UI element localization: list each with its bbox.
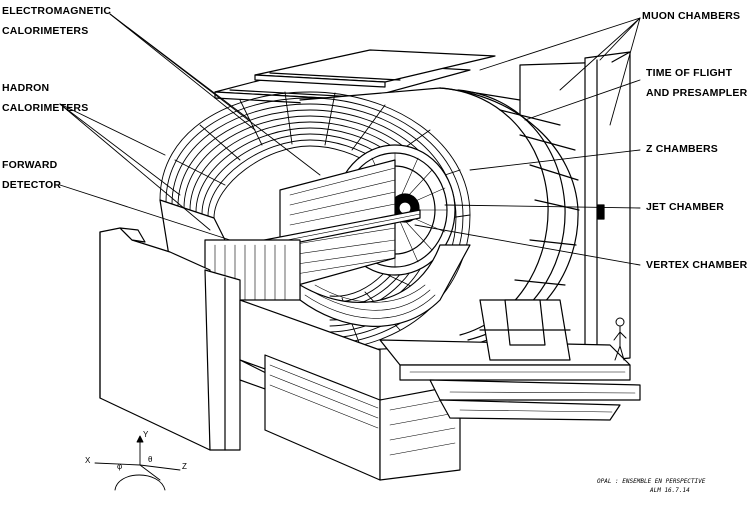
label-z-chambers: Z CHAMBERS — [646, 139, 718, 159]
label-line: ELECTROMAGNETIC — [2, 5, 112, 17]
axis-theta-label: θ — [148, 455, 153, 464]
label-line: Z CHAMBERS — [646, 143, 718, 155]
label-line: DETECTOR — [2, 179, 62, 191]
label-line: VERTEX CHAMBER — [646, 259, 747, 271]
label-line: CALORIMETERS — [2, 25, 89, 37]
drawing-reference: ALM 16.7.14 — [650, 487, 690, 494]
label-electromagnetic-calorimeters: ELECTROMAGNETIC CALORIMETERS — [2, 1, 111, 41]
axis-y-label: Y — [143, 430, 149, 439]
label-line: FORWARD — [2, 159, 58, 171]
front-endcap-plate — [99, 227, 241, 451]
inner-detector — [149, 144, 456, 291]
axis-z-label: Z — [182, 462, 187, 471]
label-line: MUON CHAMBERS — [642, 10, 741, 22]
label-line: CALORIMETERS — [2, 102, 89, 114]
person-figure — [613, 317, 627, 361]
label-line: TIME OF FLIGHT — [646, 67, 733, 79]
lower-drum — [299, 244, 471, 327]
label-hadron-calorimeters: HADRON CALORIMETERS — [2, 78, 88, 118]
axis-phi-label: φ — [117, 462, 123, 471]
label-muon-chambers: MUON CHAMBERS — [642, 6, 740, 26]
label-forward-detector: FORWARD DETECTOR — [2, 155, 61, 195]
label-vertex-chamber: VERTEX CHAMBER — [646, 255, 747, 275]
coordinate-axes — [94, 435, 181, 491]
label-jet-chamber: JET CHAMBER — [646, 197, 724, 217]
support-base — [239, 299, 641, 481]
label-line: AND PRESAMPLER — [646, 87, 747, 99]
drawing-caption: OPAL : ENSEMBLE EN PERSPECTIVE — [597, 478, 706, 485]
label-line: JET CHAMBER — [646, 201, 725, 213]
label-time-of-flight: TIME OF FLIGHT AND PRESAMPLER — [646, 63, 747, 103]
label-line: HADRON — [2, 82, 50, 94]
axis-x-label: X — [85, 456, 91, 465]
leader-lines — [59, 13, 641, 266]
